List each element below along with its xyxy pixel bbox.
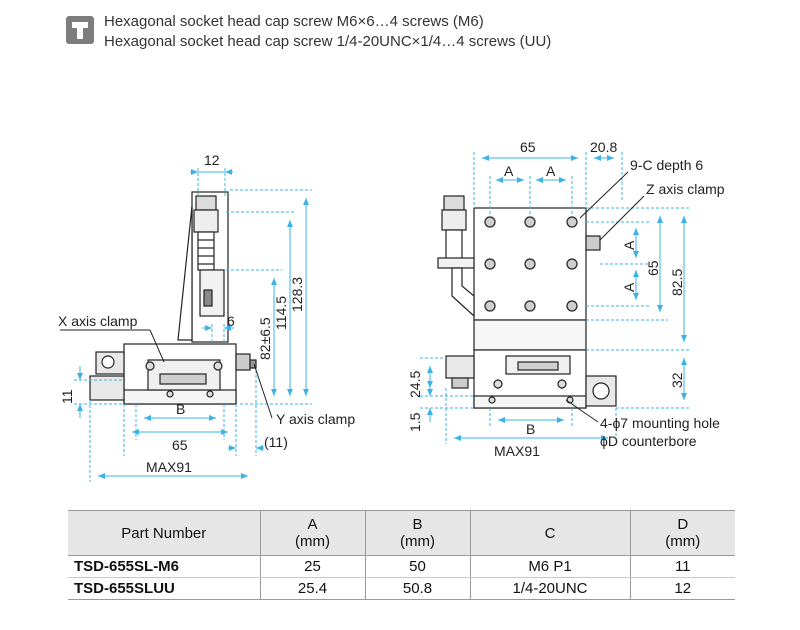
front-mount-holes: [484, 216, 578, 312]
header-a: A(mm): [259, 510, 366, 556]
front-view: [437, 195, 617, 409]
depth-label: 9-C depth 6: [630, 157, 703, 173]
y-axis-clamp-label: Y axis clamp: [276, 411, 355, 427]
x-axis-clamp-label: X axis clamp: [58, 313, 138, 329]
cell-c: M6 P1: [469, 555, 631, 578]
front-leaders: [565, 171, 645, 423]
side-dim-82: 82±6.5: [257, 317, 273, 360]
dimension-drawing: 12 6 82±6.5 114.5 128.3 11 B 65 (11) MAX…: [58, 139, 725, 482]
side-dim-6: 6: [227, 313, 235, 329]
header-c: C: [469, 510, 631, 556]
side-z-screw: [203, 289, 213, 307]
side-leaders: [60, 329, 273, 419]
cell-d: 11: [629, 555, 735, 578]
cell-a: 25: [259, 555, 366, 578]
side-dim-114: 114.5: [273, 296, 289, 330]
header-part-number: Part Number: [68, 510, 261, 556]
front-dim-82-5: 82.5: [669, 269, 685, 296]
side-dim-11: 11: [59, 389, 75, 404]
front-micrometer-head: [443, 195, 465, 211]
mounting-hole-label: 4-ϕ7 mounting hole: [600, 415, 720, 431]
table-row: TSD-655SL-M6 25 50 M6 P1 11: [68, 555, 735, 578]
screw-head-icon: [66, 16, 94, 44]
screw-note-line-m6: Hexagonal socket head cap screw M6×6…4 s…: [104, 13, 484, 30]
header-d: D(mm): [629, 510, 735, 556]
header-b: B(mm): [364, 510, 471, 556]
counterbore-label: ϕD counterbore: [600, 433, 697, 449]
cell-c: 1/4-20UNC: [469, 577, 631, 600]
spec-table: Part Number A(mm) B(mm) C D(mm) TSD-655S…: [68, 510, 735, 600]
side-view: [89, 191, 257, 405]
side-dim-128: 128.3: [289, 277, 305, 312]
side-dim-b: B: [176, 401, 185, 417]
side-y-clamp-knob: [235, 353, 251, 371]
front-dim-a-right-1: A: [621, 240, 637, 250]
front-dim-65-vertical: 65: [645, 260, 661, 276]
cell-d: 12: [629, 577, 735, 600]
front-dim-a-top-1: A: [504, 163, 514, 179]
screw-note: Hexagonal socket head cap screw M6×6…4 s…: [66, 10, 766, 58]
front-y-knob: [445, 355, 475, 379]
z-axis-clamp-label: Z axis clamp: [646, 181, 725, 197]
front-micrometer-body: [441, 209, 467, 231]
side-dimensions: [74, 168, 312, 482]
side-slot: [159, 373, 207, 385]
front-dim-24-5: 24.5: [407, 371, 423, 398]
front-stage-upper: [473, 319, 587, 351]
front-dim-max91: MAX91: [494, 443, 540, 459]
screw-note-line-uu: Hexagonal socket head cap screw 1/4-20UN…: [104, 33, 552, 50]
cell-a: 25.4: [259, 577, 366, 600]
front-x-knob: [585, 375, 617, 407]
front-dim-a-right-2: A: [621, 282, 637, 292]
side-dim-max91: MAX91: [146, 459, 192, 475]
cell-b: 50.8: [364, 577, 471, 600]
front-bracket: [451, 267, 475, 318]
front-dim-1-5: 1.5: [407, 412, 423, 432]
table-row: TSD-655SLUU 25.4 50.8 1/4-20UNC 12: [68, 577, 735, 600]
front-dim-20-8: 20.8: [590, 139, 617, 155]
cell-b: 50: [364, 555, 471, 578]
side-micrometer-body: [193, 209, 219, 233]
side-bracket-rib: [177, 205, 193, 341]
screw-note-text: Hexagonal socket head cap screw M6×6…4 s…: [104, 12, 551, 52]
front-dim-32: 32: [669, 372, 685, 388]
front-dim-b: B: [526, 421, 535, 437]
side-micrometer-head: [195, 195, 217, 211]
spec-table-header: Part Number A(mm) B(mm) C D(mm): [68, 510, 735, 556]
front-dim-a-top-2: A: [546, 163, 556, 179]
cell-part: TSD-655SL-M6: [68, 555, 261, 578]
front-z-clamp-knob: [585, 235, 601, 251]
side-dim-65: 65: [172, 437, 188, 453]
cell-part: TSD-655SLUU: [68, 577, 261, 600]
front-dim-65: 65: [520, 139, 536, 155]
side-dim-11-paren: (11): [264, 434, 288, 450]
front-dimensions: [420, 152, 690, 444]
side-dim-12: 12: [204, 152, 220, 168]
